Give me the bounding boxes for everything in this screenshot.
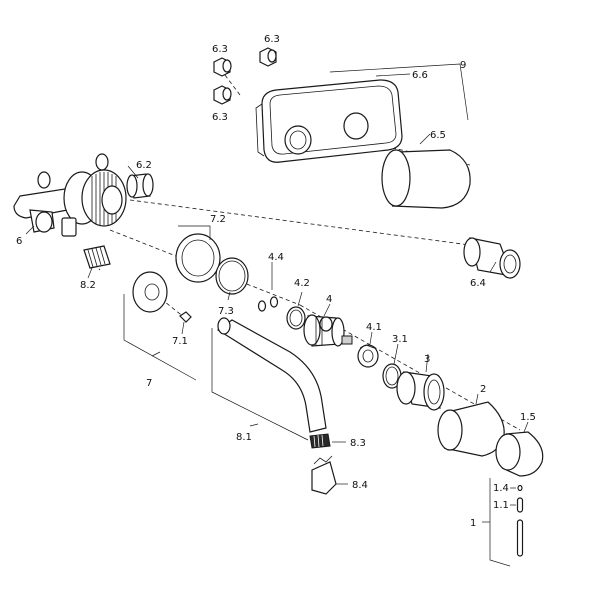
part-8-4-tool xyxy=(311,455,337,495)
label-4-2: 4.2 xyxy=(294,278,310,289)
label-3-1: 3.1 xyxy=(392,334,408,345)
label-9: 9 xyxy=(460,60,466,71)
part-4-2-o-ring xyxy=(286,306,306,330)
part-6-3-nut-b xyxy=(259,47,277,67)
label-8-1: 8.1 xyxy=(236,432,252,443)
part-4-1-nut xyxy=(357,344,379,368)
label-2: 2 xyxy=(480,384,486,395)
part-6-mixer-body xyxy=(13,153,127,237)
part-6-3-nut-c xyxy=(213,85,232,105)
label-6-3-a: 6.3 xyxy=(212,44,228,55)
part-8-1-spout xyxy=(216,317,327,433)
label-6-3-b: 6.3 xyxy=(264,34,280,45)
label-6-5: 6.5 xyxy=(430,130,446,141)
part-9-cover-plate xyxy=(255,79,403,163)
label-1-1: 1.1 xyxy=(493,500,509,511)
part-7-rosette xyxy=(132,271,168,313)
part-3-sleeve xyxy=(396,371,445,411)
label-6-2: 6.2 xyxy=(136,160,152,171)
part-4-cartridge xyxy=(303,314,353,347)
part-6-5-cylinder xyxy=(381,149,471,209)
label-6: 6 xyxy=(16,236,22,247)
label-4-1: 4.1 xyxy=(366,322,382,333)
leader-lines xyxy=(25,63,529,567)
part-8-3-aerator xyxy=(309,433,331,449)
part-6-2-fitting xyxy=(126,173,154,199)
part-1-5-cap xyxy=(495,431,544,477)
label-6-4: 6.4 xyxy=(470,278,486,289)
label-1: 1 xyxy=(470,518,476,529)
label-7-3: 7.3 xyxy=(218,306,234,317)
label-7-2: 7.2 xyxy=(210,214,226,225)
label-6-6: 6.6 xyxy=(412,70,428,81)
label-1-4: 1.4 xyxy=(493,483,509,494)
part-7-2-ring xyxy=(175,233,221,283)
label-7-1: 7.1 xyxy=(172,336,188,347)
part-6-3-nut-a xyxy=(213,57,232,77)
label-7: 7 xyxy=(146,378,152,389)
part-7-1-screw xyxy=(179,311,192,323)
label-8-4: 8.4 xyxy=(352,480,368,491)
part-2-handle xyxy=(437,401,505,457)
label-6-3-c: 6.3 xyxy=(212,112,228,123)
label-4-4: 4.4 xyxy=(268,252,284,263)
label-1-5: 1.5 xyxy=(520,412,536,423)
label-8-2: 8.2 xyxy=(80,280,96,291)
part-8-2-threaded-insert xyxy=(83,245,111,269)
part-7-3-ring xyxy=(215,257,249,295)
part-labels: 6.3 6.3 6.3 9 6.6 6.5 6.2 6 7.2 8.2 4.4 … xyxy=(16,34,536,529)
label-3: 3 xyxy=(424,354,430,365)
label-8-3: 8.3 xyxy=(350,438,366,449)
part-4-4-o-rings xyxy=(257,296,279,312)
part-1-pin-set xyxy=(516,484,524,557)
part-6-4-fitting xyxy=(463,237,521,279)
label-4: 4 xyxy=(326,294,332,305)
